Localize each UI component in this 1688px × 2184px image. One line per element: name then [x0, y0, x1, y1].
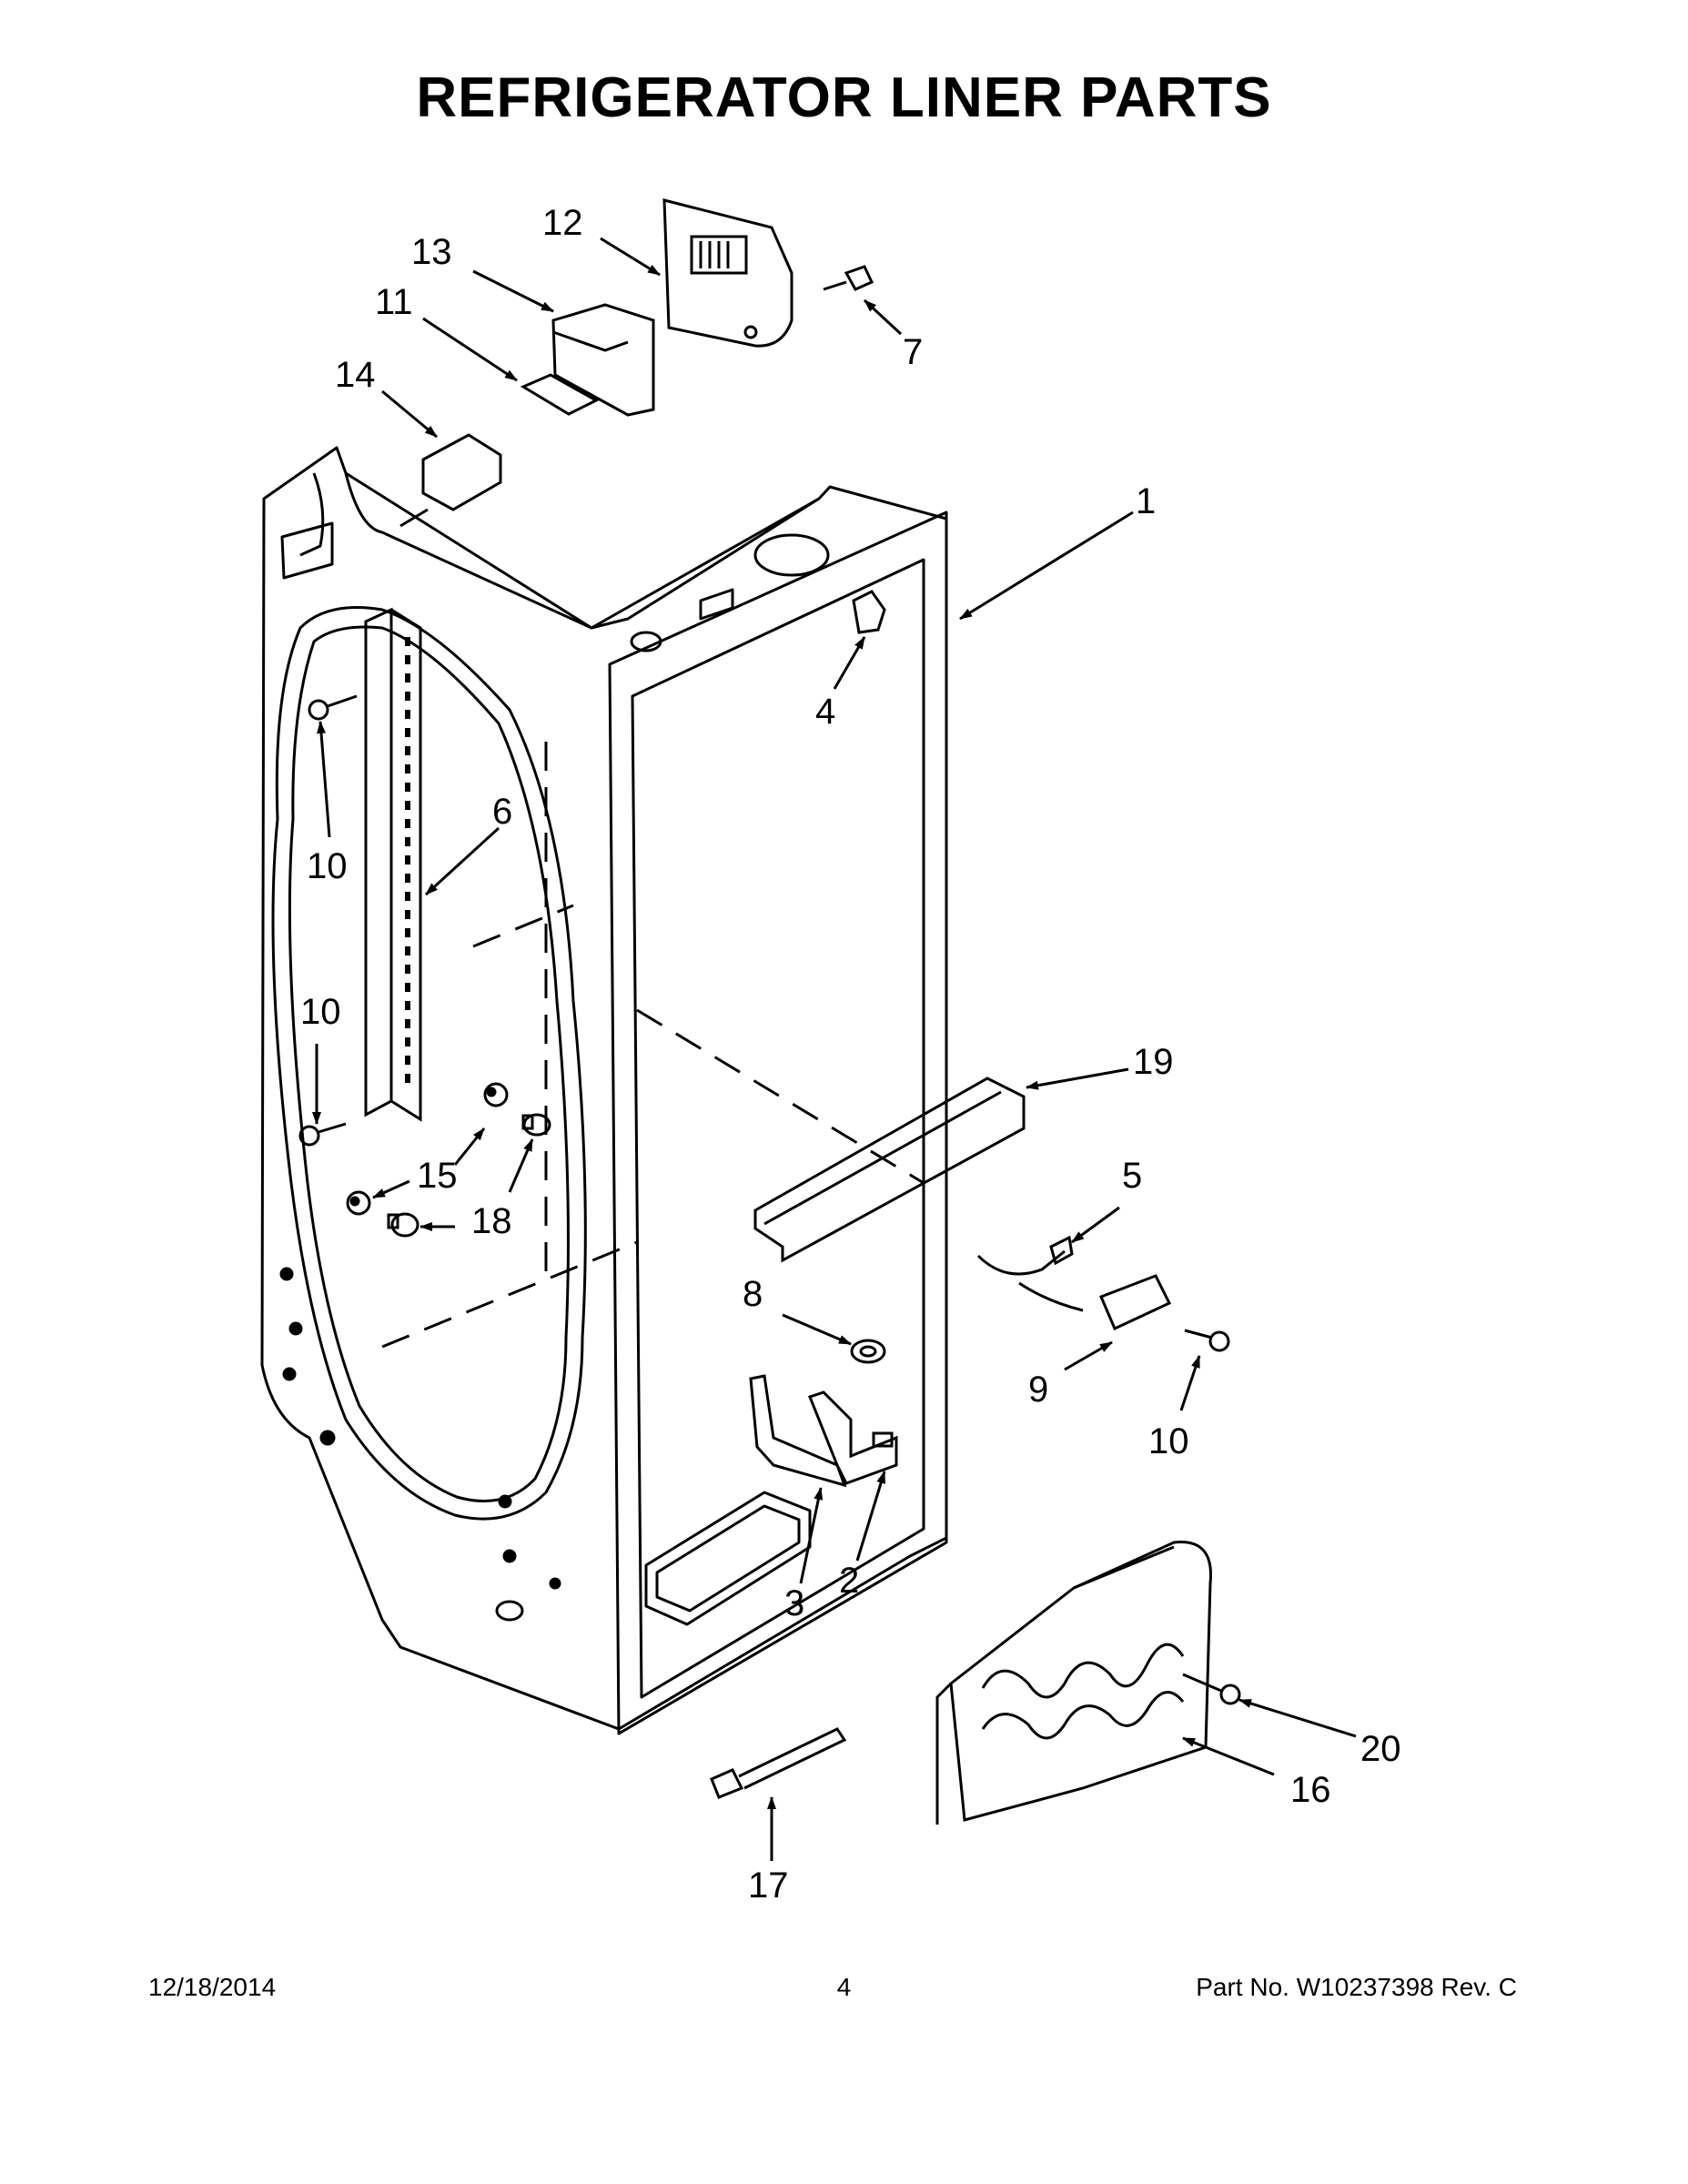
- leader-15a: [453, 1127, 486, 1166]
- clip: [852, 590, 886, 634]
- leader-20: [1238, 1698, 1357, 1738]
- screw-lower-left: [298, 1122, 347, 1147]
- callout-10c: 10: [1148, 1421, 1189, 1461]
- lamp-socket-lower: [346, 1190, 371, 1216]
- callout-2: 2: [839, 1561, 859, 1601]
- harness-and-switch: [976, 1235, 1172, 1331]
- callout-17: 17: [748, 1866, 789, 1906]
- shelf-ladder: [364, 607, 422, 1122]
- bracket-2: [808, 1390, 898, 1485]
- lamp-socket-upper: [483, 1082, 509, 1107]
- leader-18a: [508, 1138, 534, 1193]
- callout-16: 16: [1290, 1770, 1331, 1810]
- screw-upper-left: [308, 694, 358, 721]
- light-cover: [662, 198, 793, 348]
- lamp-bulb-lower: [387, 1212, 419, 1238]
- leader-9: [1064, 1340, 1113, 1371]
- callout-14: 14: [335, 355, 376, 395]
- callout-1: 1: [1136, 481, 1156, 521]
- callout-18: 18: [471, 1201, 512, 1241]
- light-control: [399, 433, 502, 528]
- leader-11: [422, 317, 518, 382]
- trim-channel: [753, 1077, 1026, 1263]
- callout-19: 19: [1133, 1042, 1174, 1082]
- callout-20: 20: [1360, 1729, 1401, 1769]
- callout-13: 13: [411, 232, 452, 272]
- leader-2: [855, 1471, 886, 1562]
- page-title: REFRIGERATOR LINER PARTS: [416, 66, 1272, 129]
- callout-9: 9: [1028, 1370, 1048, 1410]
- leader-14: [381, 389, 438, 439]
- plug: [850, 1339, 886, 1364]
- cable-tie: [710, 1727, 847, 1799]
- callout-8: 8: [743, 1274, 763, 1314]
- callout-6: 6: [492, 792, 512, 832]
- heater-coil: [935, 1541, 1212, 1825]
- callout-15: 15: [417, 1156, 458, 1196]
- leader-10a: [317, 721, 331, 838]
- light-housing: [551, 303, 655, 417]
- callout-5: 5: [1122, 1156, 1142, 1196]
- leader-1: [959, 511, 1134, 621]
- bracket-3: [749, 1374, 847, 1488]
- page-number: 4: [836, 1973, 852, 2001]
- leader-19: [1026, 1067, 1129, 1090]
- leader-10c: [1179, 1355, 1201, 1411]
- leader-12: [600, 237, 661, 277]
- footer-date: 12/18/2014: [148, 1973, 277, 2001]
- callout-3: 3: [784, 1583, 804, 1623]
- callout-11: 11: [375, 282, 413, 322]
- callout-7: 7: [903, 332, 923, 372]
- leader-16: [1182, 1736, 1275, 1776]
- lamp-bulb-upper: [521, 1113, 551, 1137]
- leader-13: [472, 269, 554, 313]
- gasket: [520, 373, 600, 416]
- liner-body: [260, 446, 948, 1735]
- leader-4: [833, 636, 866, 690]
- leader-5: [1071, 1206, 1120, 1244]
- leader-3: [799, 1487, 824, 1584]
- leader-6: [424, 826, 500, 896]
- leader-7: [863, 298, 903, 336]
- callout-12: 12: [542, 203, 583, 243]
- leader-8: [782, 1313, 852, 1346]
- cover-screw: [823, 265, 874, 291]
- part-number: Part No. W10237398 Rev. C: [1196, 1973, 1517, 2001]
- screw-right: [1184, 1329, 1230, 1352]
- callout-10a: 10: [307, 846, 348, 886]
- heater-screw: [1182, 1673, 1241, 1705]
- callout-4: 4: [815, 692, 835, 732]
- leader-15b: [372, 1179, 410, 1199]
- callout-10b: 10: [300, 992, 341, 1032]
